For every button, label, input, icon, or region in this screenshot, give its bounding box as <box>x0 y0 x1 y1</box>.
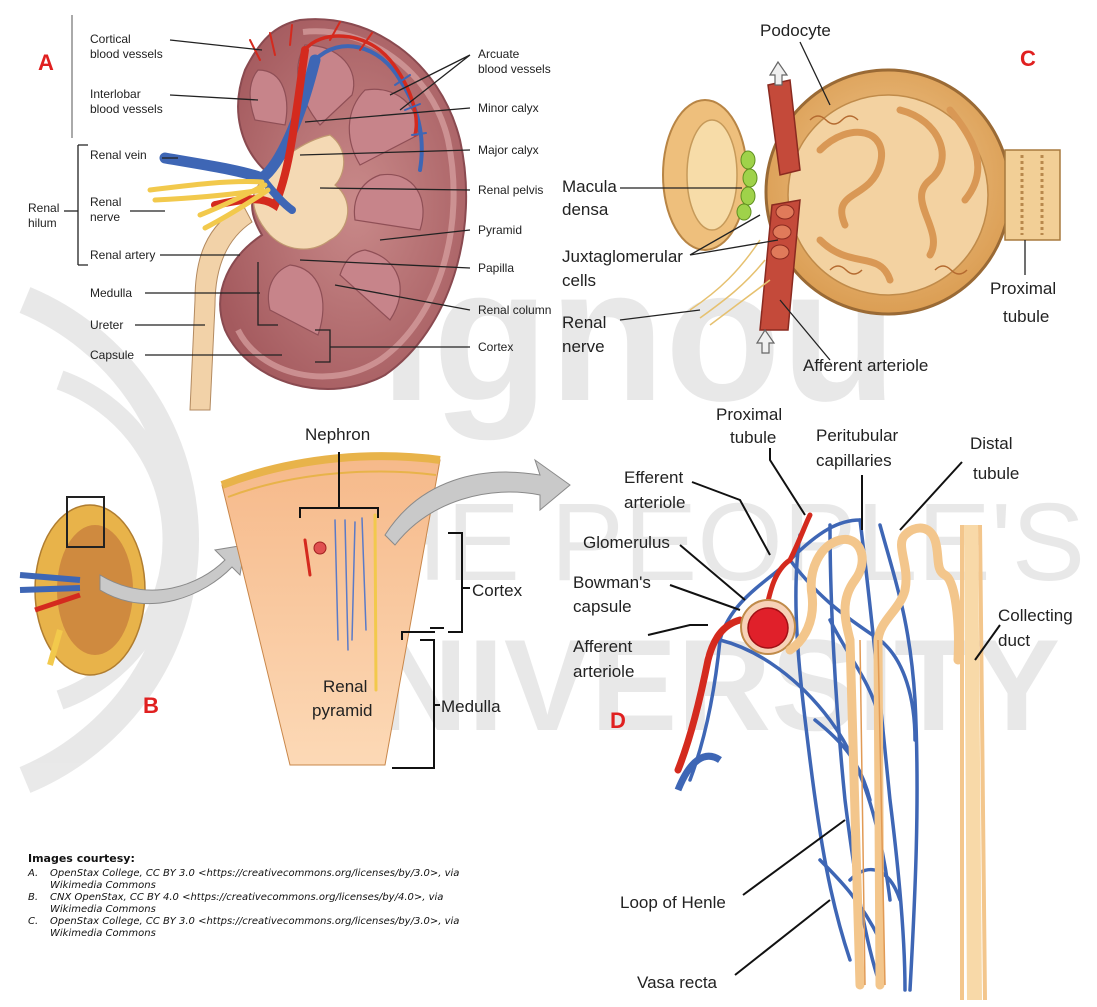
label-proximal-tubule-d-1: Proximal <box>716 405 782 424</box>
label-afferent-d-1: Afferent <box>573 637 633 656</box>
label-nephron: Nephron <box>305 425 370 444</box>
label-cortical-bv-2: blood vessels <box>90 47 163 61</box>
label-juxta-1: Juxtaglomerular <box>562 247 683 266</box>
label-proximal-tubule-d-2: tubule <box>730 428 776 447</box>
label-renal-vein: Renal vein <box>90 148 147 162</box>
label-renal-pyramid-2: pyramid <box>312 701 372 720</box>
label-renal-nerve-2: nerve <box>90 210 120 224</box>
proximal-tubule-c <box>1005 150 1060 240</box>
label-distal-tubule-1: Distal <box>970 434 1013 453</box>
label-arcuate-bv-2: blood vessels <box>478 62 551 76</box>
glomerulus-d <box>748 608 788 648</box>
label-capsule: Capsule <box>90 348 134 362</box>
label-loop-of-henle: Loop of Henle <box>620 893 726 912</box>
label-collecting-2: duct <box>998 631 1030 650</box>
label-medulla-b: Medulla <box>441 697 501 716</box>
watermark: ignou THE PEOPLE'S UNIVERSITY <box>25 229 1085 780</box>
credit-text: CNX OpenStax, CC BY 4.0 <https://creativ… <box>50 892 468 916</box>
panel-letter-b: B <box>143 693 159 718</box>
label-arcuate-bv-1: Arcuate <box>478 47 520 61</box>
label-juxta-2: cells <box>562 271 596 290</box>
label-renal-hilum-2: hilum <box>28 216 57 230</box>
label-renal-nerve-c-2: nerve <box>562 337 605 356</box>
credit-item: B.CNX OpenStax, CC BY 4.0 <https://creat… <box>28 892 468 916</box>
label-glomerulus: Glomerulus <box>583 533 670 552</box>
label-proximal-tubule-c-2: tubule <box>1003 307 1049 326</box>
label-renal-pelvis: Renal pelvis <box>478 183 543 197</box>
distal-tubule-lumen <box>687 120 737 230</box>
label-proximal-tubule-c-1: Proximal <box>990 279 1056 298</box>
label-renal-nerve-1: Renal <box>90 195 121 209</box>
label-bowmans-1: Bowman's <box>573 573 651 592</box>
label-cortical-bv-1: Cortical <box>90 32 131 46</box>
label-renal-nerve-c-1: Renal <box>562 313 606 332</box>
label-renal-column: Renal column <box>478 303 551 317</box>
label-minor-calyx: Minor calyx <box>478 101 539 115</box>
label-afferent-d-2: arteriole <box>573 662 634 681</box>
label-renal-artery: Renal artery <box>90 248 155 262</box>
label-efferent-2: arteriole <box>624 493 685 512</box>
label-cortex: Cortex <box>478 340 513 354</box>
panel-letter-c: C <box>1020 46 1036 71</box>
label-macula-densa-1: Macula <box>562 177 617 196</box>
credit-text: OpenStax College, CC BY 3.0 <https://cre… <box>50 868 468 892</box>
label-renal-hilum-1: Renal <box>28 201 59 215</box>
label-interlobar-bv-1: Interlobar <box>90 87 141 101</box>
label-interlobar-bv-2: blood vessels <box>90 102 163 116</box>
label-pyramid: Pyramid <box>478 223 522 237</box>
label-peritubular-2: capillaries <box>816 451 892 470</box>
label-bowmans-2: capsule <box>573 597 632 616</box>
label-distal-tubule-2: tubule <box>973 464 1019 483</box>
credit-key: C. <box>28 916 50 940</box>
credit-text: OpenStax College, CC BY 3.0 <https://cre… <box>50 916 468 940</box>
label-efferent-1: Efferent <box>624 468 684 487</box>
label-vasa-recta: Vasa recta <box>637 973 718 992</box>
credit-key: A. <box>28 868 50 892</box>
label-papilla: Papilla <box>478 261 514 275</box>
label-macula-densa-2: densa <box>562 200 609 219</box>
panel-letter-a: A <box>38 50 54 75</box>
label-afferent-arteriole-c: Afferent arteriole <box>803 356 928 375</box>
credit-item: A.OpenStax College, CC BY 3.0 <https://c… <box>28 868 468 892</box>
credits-title: Images courtesy: <box>28 852 468 865</box>
panel-letter-d: D <box>610 708 626 733</box>
label-peritubular-1: Peritubular <box>816 426 899 445</box>
label-renal-pyramid-1: Renal <box>323 677 367 696</box>
label-collecting-1: Collecting <box>998 606 1073 625</box>
credit-key: B. <box>28 892 50 916</box>
credit-item: C.OpenStax College, CC BY 3.0 <https://c… <box>28 916 468 940</box>
image-credits: Images courtesy: A.OpenStax College, CC … <box>28 852 468 940</box>
label-major-calyx: Major calyx <box>478 143 539 157</box>
label-ureter: Ureter <box>90 318 123 332</box>
label-medulla: Medulla <box>90 286 132 300</box>
label-cortex-b: Cortex <box>472 581 523 600</box>
label-podocyte: Podocyte <box>760 21 831 40</box>
